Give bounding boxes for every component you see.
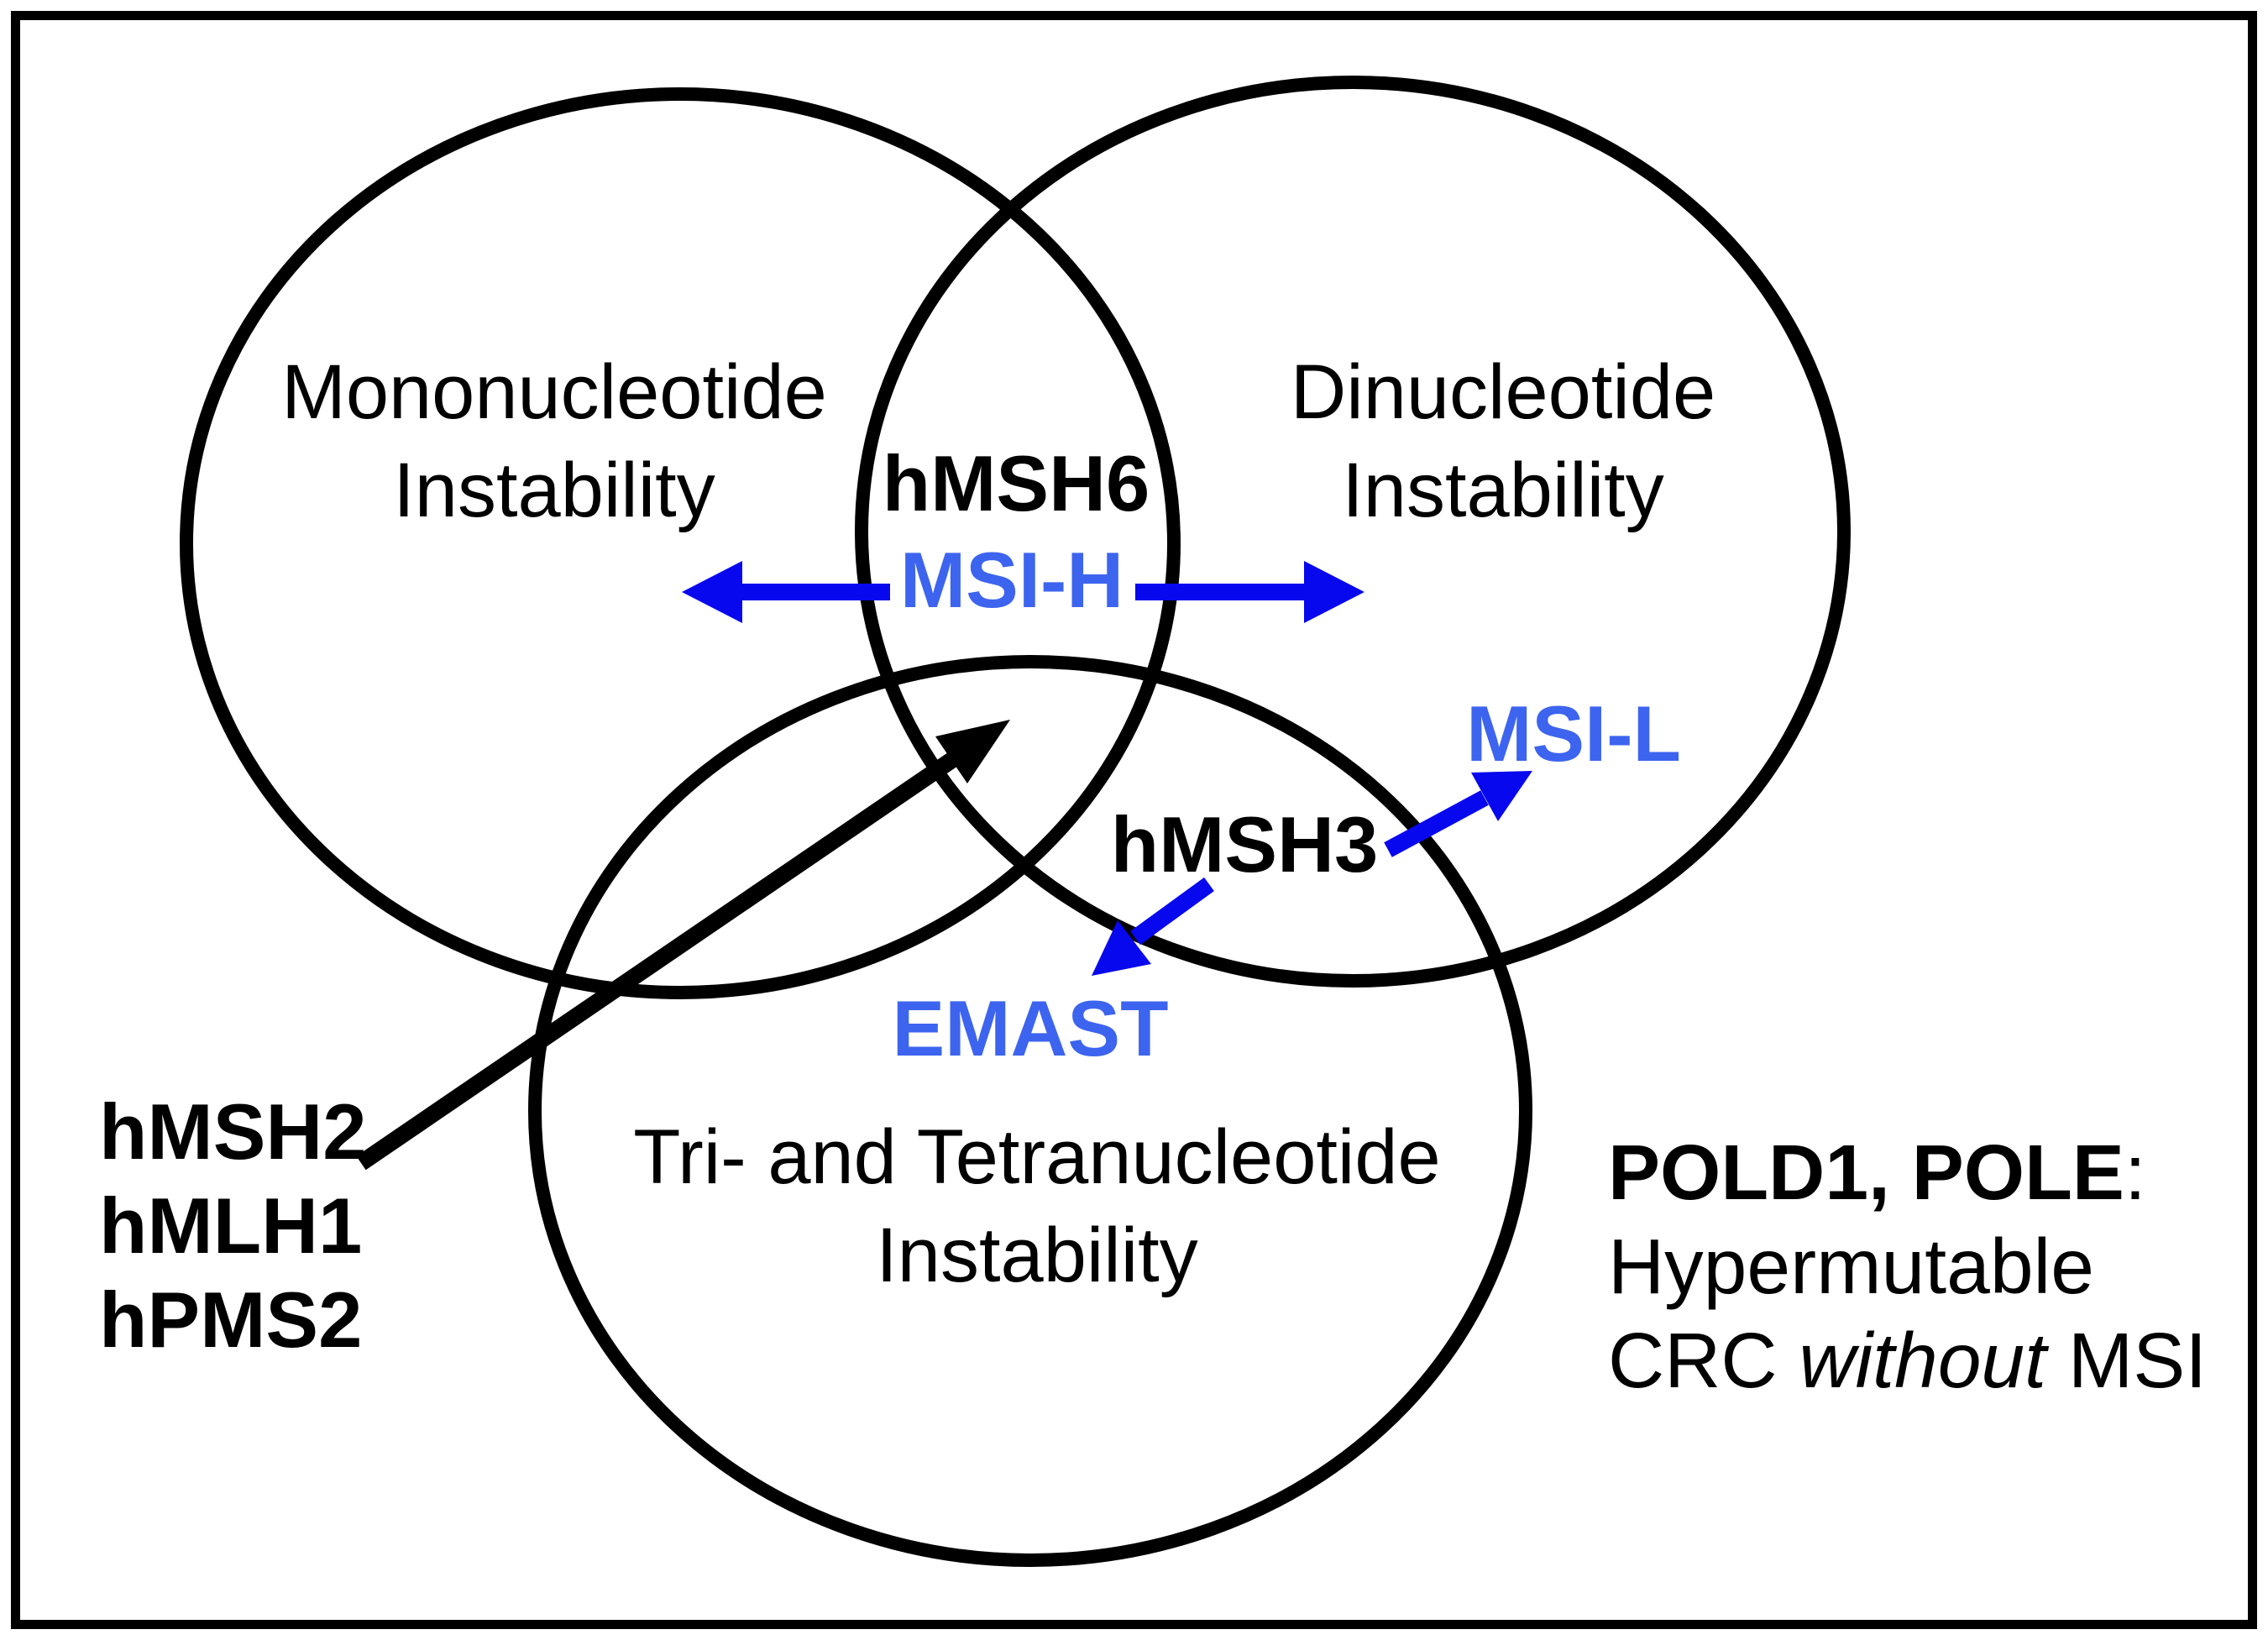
- msi-h-left-arrow-head: [682, 561, 742, 623]
- mononucleotide-instability-label: Mononucleotide Instability: [281, 343, 827, 540]
- hmsh3-label: hMSH3: [1110, 800, 1379, 888]
- genes-to-center-arrow-head: [935, 720, 1010, 783]
- note-without-italic: without: [1799, 1317, 2046, 1404]
- dinucleotide-label-line2: Instability: [1342, 448, 1664, 533]
- note-crc: CRC: [1608, 1317, 1799, 1404]
- note-colon: :: [2124, 1129, 2146, 1216]
- genes-to-center-arrow-shaft: [356, 750, 961, 1171]
- gene-hpms2: hPMS2: [99, 1276, 363, 1364]
- figure-border: [11, 11, 2257, 1629]
- msi-h-label: MSI-H: [899, 536, 1124, 624]
- tri-tetranucleotide-label-line1: Tri- and Tetranucleotide: [633, 1114, 1441, 1200]
- circle-tri-tetranucleotide: [528, 655, 1532, 1567]
- mononucleotide-label-line2: Instability: [393, 448, 715, 533]
- hmsh3-to-msi-l-arrow-shaft: [1384, 790, 1489, 857]
- gene-hmlh1: hMLH1: [99, 1182, 363, 1270]
- mmr-gene-list: hMSH2 hMLH1 hPMS2: [99, 1085, 367, 1367]
- gene-hmsh2: hMSH2: [99, 1087, 367, 1176]
- mononucleotide-label-line1: Mononucleotide: [281, 349, 827, 435]
- note-line2: Hypermutable: [1608, 1223, 2094, 1310]
- note-pold1-pole: POLD1, POLE: [1608, 1129, 2124, 1216]
- note-line3: CRC without MSI: [1608, 1313, 2207, 1407]
- hmsh3-to-msi-l-arrow-head: [1471, 771, 1532, 821]
- msi-l-label: MSI-L: [1466, 689, 1681, 778]
- circle-dinucleotide: [855, 76, 1851, 988]
- dinucleotide-label-line1: Dinucleotide: [1290, 349, 1716, 435]
- note-line1: POLD1, POLE:: [1608, 1125, 2207, 1219]
- msi-h-right-arrow-head: [1304, 561, 1364, 623]
- circle-mononucleotide: [180, 87, 1181, 999]
- tri-tetranucleotide-instability-label: Tri- and Tetranucleotide Instability: [633, 1108, 1440, 1305]
- hmsh3-to-emast-arrow-head: [1092, 920, 1151, 976]
- tri-tetranucleotide-label-line2: Instability: [876, 1213, 1198, 1298]
- pold1-pole-note: POLD1, POLE: Hypermutable CRC without MS…: [1608, 1125, 2207, 1407]
- emast-label: EMAST: [892, 984, 1169, 1072]
- hmsh3-to-emast-arrow-shaft: [1130, 877, 1214, 946]
- hmsh6-label: hMSH6: [882, 439, 1150, 527]
- dinucleotide-instability-label: Dinucleotide Instability: [1291, 343, 1715, 540]
- note-msi: MSI: [2046, 1317, 2208, 1404]
